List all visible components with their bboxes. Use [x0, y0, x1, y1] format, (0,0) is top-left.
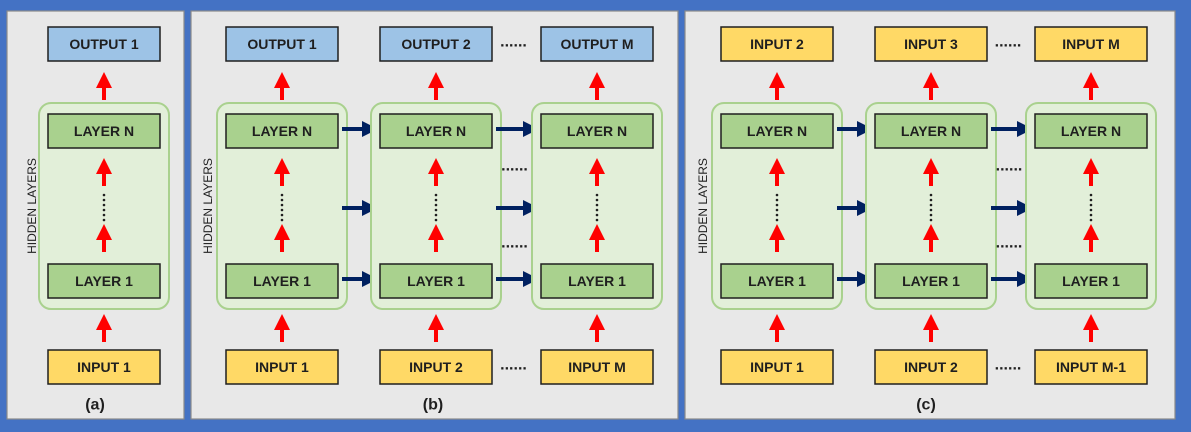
- input-box-label: INPUT 1: [750, 359, 804, 375]
- output-ellipsis: ......: [995, 34, 1022, 51]
- layer-1-box: [47, 263, 161, 299]
- input-box-label: INPUT 2: [904, 359, 958, 375]
- group-ellipsis-bottom: ......: [501, 235, 528, 252]
- layer-n-label: LAYER N: [406, 123, 466, 139]
- layer-1-label: LAYER 1: [902, 273, 960, 289]
- layer-ellipsis: [595, 193, 599, 222]
- layer-1-label: LAYER 1: [253, 273, 311, 289]
- hidden-layers-label: HIDDEN LAYERS: [696, 158, 710, 254]
- layer-1-box: [540, 263, 654, 299]
- hidden-layers-label: HIDDEN LAYERS: [25, 158, 39, 254]
- output-box: [225, 26, 339, 62]
- output-box-label: INPUT 3: [904, 36, 958, 52]
- output-box: [379, 26, 493, 62]
- input-box-label: INPUT M-1: [1056, 359, 1126, 375]
- input-ellipsis: ......: [500, 357, 527, 374]
- layer-1-box: [1034, 263, 1148, 299]
- output-box-label: OUTPUT 2: [401, 36, 470, 52]
- layer-n-box: [540, 113, 654, 149]
- output-box-label: INPUT M: [1062, 36, 1120, 52]
- layer-n-box: [225, 113, 339, 149]
- layer-n-label: LAYER N: [252, 123, 312, 139]
- input-box: [720, 349, 834, 385]
- layer-1-box: [225, 263, 339, 299]
- input-box: [379, 349, 493, 385]
- panel-caption-b: (b): [423, 397, 443, 414]
- input-box: [1034, 349, 1148, 385]
- input-box: [47, 349, 161, 385]
- layer-n-box: [379, 113, 493, 149]
- input-box-label: INPUT 2: [409, 359, 463, 375]
- layer-ellipsis: [775, 193, 779, 222]
- layer-ellipsis: [1089, 193, 1093, 222]
- layer-n-label: LAYER N: [74, 123, 134, 139]
- output-box: [874, 26, 988, 62]
- layer-1-label: LAYER 1: [748, 273, 806, 289]
- layer-ellipsis: [434, 193, 438, 222]
- group-ellipsis-bottom: ......: [996, 235, 1023, 252]
- input-box-label: INPUT M: [568, 359, 626, 375]
- input-ellipsis: ......: [995, 357, 1022, 374]
- input-box-label: INPUT 1: [77, 359, 131, 375]
- layer-n-label: LAYER N: [567, 123, 627, 139]
- group-ellipsis-top: ......: [501, 158, 528, 175]
- output-box-label: OUTPUT M: [560, 36, 633, 52]
- layer-1-box: [720, 263, 834, 299]
- output-box: [540, 26, 654, 62]
- panel-caption-a: (a): [85, 397, 105, 414]
- layer-1-label: LAYER 1: [75, 273, 133, 289]
- layer-n-label: LAYER N: [901, 123, 961, 139]
- layer-n-box: [720, 113, 834, 149]
- output-box: [1034, 26, 1148, 62]
- input-box-label: INPUT 1: [255, 359, 309, 375]
- layer-ellipsis: [929, 193, 933, 222]
- layer-n-box: [47, 113, 161, 149]
- layer-1-label: LAYER 1: [407, 273, 465, 289]
- layer-1-label: LAYER 1: [568, 273, 626, 289]
- layer-n-label: LAYER N: [747, 123, 807, 139]
- layer-n-box: [874, 113, 988, 149]
- output-box: [720, 26, 834, 62]
- group-ellipsis-top: ......: [996, 158, 1023, 175]
- layer-1-box: [874, 263, 988, 299]
- output-box-label: OUTPUT 1: [247, 36, 316, 52]
- output-ellipsis: ......: [500, 34, 527, 51]
- output-box-label: INPUT 2: [750, 36, 804, 52]
- layer-ellipsis: [280, 193, 284, 222]
- layer-ellipsis: [102, 193, 106, 222]
- layer-n-label: LAYER N: [1061, 123, 1121, 139]
- output-box-label: OUTPUT 1: [69, 36, 138, 52]
- layer-1-box: [379, 263, 493, 299]
- layer-n-box: [1034, 113, 1148, 149]
- layer-1-label: LAYER 1: [1062, 273, 1120, 289]
- input-box: [874, 349, 988, 385]
- output-box: [47, 26, 161, 62]
- panel-caption-c: (c): [916, 397, 936, 414]
- input-box: [225, 349, 339, 385]
- hidden-layers-label: HIDDEN LAYERS: [201, 158, 215, 254]
- input-box: [540, 349, 654, 385]
